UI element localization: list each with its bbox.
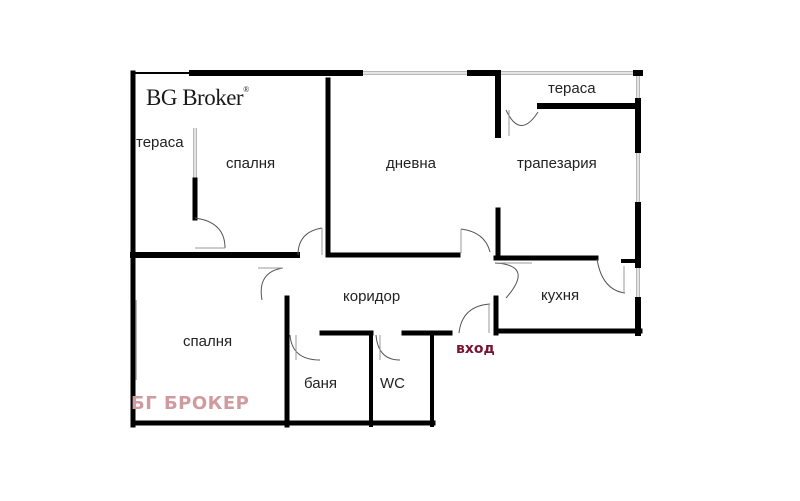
room-label-bedroom-1: спалня [226,155,276,172]
room-label-kitchen: кухня [541,287,580,304]
room-label-terrace-west: тераса [136,134,184,151]
room-label-dining-room: трапезария [517,155,597,172]
entrance-label: вход [456,341,495,357]
registered-mark: ® [243,85,249,94]
room-label-living-room: дневна [386,155,436,172]
watermark: БГ БРОКЕР [131,393,250,414]
room-label-terrace-north: тераса [548,80,596,97]
room-label-wc: WC [380,375,405,392]
doors [194,109,626,361]
room-label-corridor: коридор [343,288,401,305]
brand-logo: BG Broker® [146,85,249,111]
room-label-bathroom: баня [304,375,337,392]
walls [130,70,643,428]
room-label-bedroom-2: спалня [183,333,233,350]
brand-logo-text: BG Broker [146,85,244,110]
